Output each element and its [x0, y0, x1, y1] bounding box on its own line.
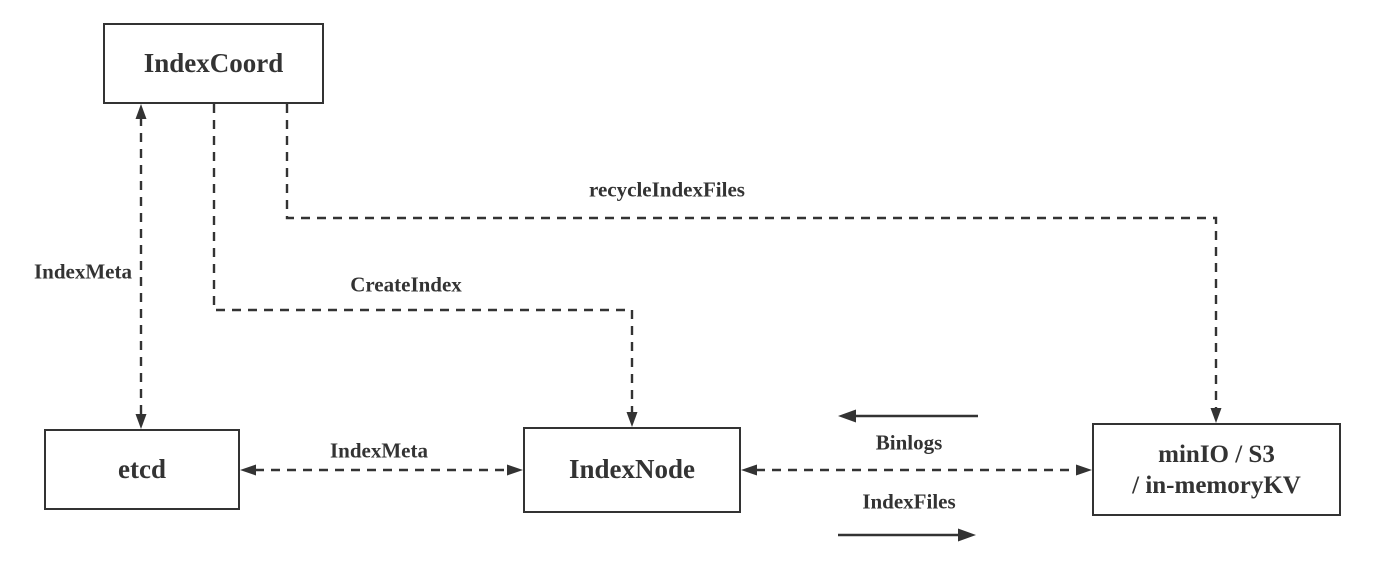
arrowhead-left: [838, 409, 856, 423]
arrowhead-left: [741, 464, 757, 476]
edge-label-createindex: CreateIndex: [350, 272, 462, 297]
node-etcd: etcd: [44, 429, 240, 510]
edge-label-binlogs: Binlogs: [875, 430, 943, 455]
edge-indexcoord-storage: [285, 104, 1222, 423]
edge-label-indexmeta-vertical: IndexMeta: [34, 259, 132, 284]
edge-line: [285, 104, 1218, 410]
node-storage: minIO / S3 / in-memoryKV: [1092, 423, 1341, 516]
arrowhead-up: [135, 104, 147, 119]
edge-label-indexmeta-horizontal: IndexMeta: [330, 438, 428, 463]
edge-indexnode-storage: [741, 464, 1092, 476]
edge-label-indexfiles: IndexFiles: [862, 489, 956, 514]
node-indexnode: IndexNode: [523, 427, 741, 513]
edge-indexcoord-etcd: [135, 104, 147, 429]
node-indexnode-label: IndexNode: [568, 454, 696, 485]
node-indexcoord-label: IndexCoord: [143, 47, 284, 78]
edge-line: [212, 104, 634, 414]
arrowhead-down: [135, 414, 147, 429]
arrowhead-down: [1210, 408, 1222, 423]
edge-etcd-indexnode: [240, 464, 523, 476]
arrowhead-down: [626, 412, 638, 427]
node-etcd-label: etcd: [118, 453, 166, 484]
arrowhead-right: [958, 528, 976, 542]
edge-indexfiles-arrow: [838, 528, 976, 542]
edge-indexcoord-indexnode: [212, 104, 638, 427]
arrowhead-left: [240, 464, 256, 476]
arrowhead-right: [507, 464, 523, 476]
node-indexcoord: IndexCoord: [103, 23, 324, 104]
node-storage-label-line1: minIO / S3: [1158, 440, 1275, 468]
arrowhead-right: [1076, 464, 1092, 476]
node-storage-label-line2: / in-memoryKV: [1132, 471, 1301, 499]
edge-binlogs-arrow: [838, 409, 978, 423]
edge-label-recycleindexfiles: recycleIndexFiles: [589, 177, 745, 202]
